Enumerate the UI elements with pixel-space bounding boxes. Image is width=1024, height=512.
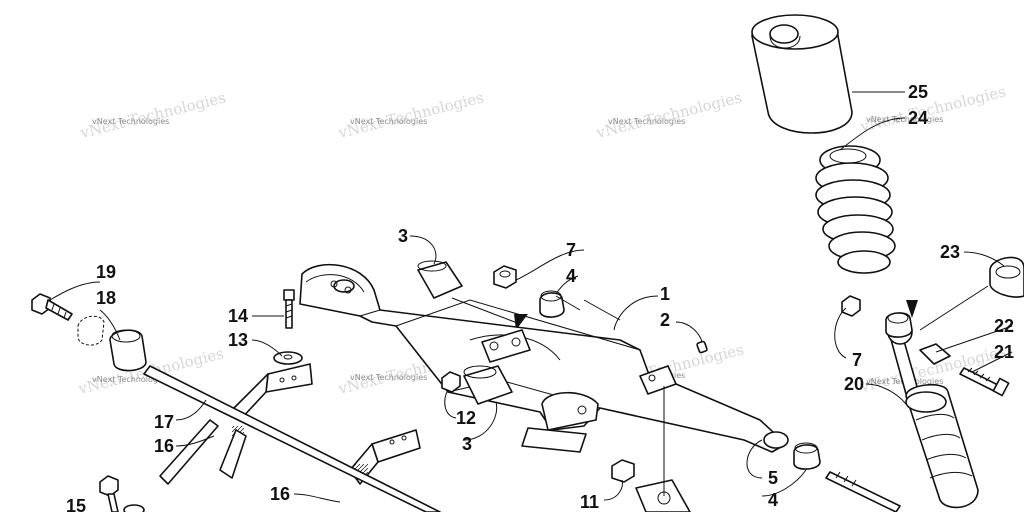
part-bushing-18 [109, 329, 147, 372]
callout-11: 11 [580, 492, 599, 512]
callout-16-left: 16 [154, 436, 174, 456]
callout-12: 12 [456, 408, 476, 428]
watermark-2: vNext Technologies vNext Technologies [336, 88, 486, 142]
svg-text:vNext Technologies: vNext Technologies [866, 115, 943, 124]
callout-2: 2 [660, 310, 670, 330]
callout-18: 18 [96, 288, 116, 308]
part-bump-stop [751, 14, 853, 134]
part-bolt-14 [283, 289, 295, 329]
callout-23: 23 [940, 242, 960, 262]
callout-19: 19 [96, 262, 116, 282]
callout-14: 14 [228, 306, 248, 326]
svg-text:vNext Technologies: vNext Technologies [858, 82, 1008, 136]
svg-text:vNext Technologies: vNext Technologies [350, 373, 427, 382]
part-arm-spacer [539, 290, 565, 318]
part-bolt-19 [31, 293, 73, 321]
leader-lines [49, 91, 1013, 503]
part-spring-retainer [989, 256, 1024, 298]
svg-text:vNext Technologies: vNext Technologies [608, 117, 685, 126]
callout-7-right: 7 [852, 350, 862, 370]
part-grease-fitting [696, 340, 708, 354]
part-bottom-bracket [635, 479, 691, 512]
callout-17: 17 [154, 412, 174, 432]
callout-16-bottom: 16 [270, 484, 290, 504]
svg-text:vNext Technologies: vNext Technologies [350, 117, 427, 126]
svg-text:vNext Technologies: vNext Technologies [92, 375, 169, 384]
svg-text:vNext Technologies: vNext Technologies [92, 117, 169, 126]
callout-15: 15 [66, 496, 86, 512]
part-shock-absorber [887, 319, 979, 509]
svg-text:vNext Technologies: vNext Technologies [336, 88, 486, 142]
part-nut-12 [441, 371, 461, 393]
callout-25: 25 [908, 82, 928, 102]
part-spring [815, 145, 896, 274]
part-bushing-upper [417, 260, 463, 299]
callout-21: 21 [994, 342, 1014, 362]
callout-24: 24 [908, 108, 928, 128]
callout-3-lower: 3 [462, 434, 472, 454]
part-shock-nut [841, 295, 861, 317]
svg-text:vNext Technologies: vNext Technologies [594, 88, 744, 142]
direction-arrow-left [514, 314, 528, 330]
part-lower-bolt [825, 471, 901, 512]
callout-3-upper: 3 [398, 226, 408, 246]
callout-1: 1 [660, 284, 670, 304]
part-bolt-15 [99, 475, 145, 512]
watermark-1: vNext Technologies vNext Technologies [78, 88, 228, 142]
part-lower-bushing [793, 442, 821, 470]
part-arm-nut [493, 265, 517, 289]
callout-22: 22 [994, 316, 1014, 336]
part-shock-bushing [885, 312, 951, 365]
part-shock-bolt [959, 367, 1010, 397]
callout-7-upper: 7 [566, 240, 576, 260]
callout-4-lower: 4 [768, 490, 778, 510]
watermark-4: vNext Technologies vNext Technologies [858, 82, 1008, 136]
direction-arrow-right [906, 300, 918, 318]
part-shaft-17 [143, 365, 441, 512]
callout-5: 5 [768, 468, 778, 488]
callout-13: 13 [228, 330, 248, 350]
part-bushing-lower [463, 365, 513, 405]
callout-4-upper: 4 [566, 266, 576, 286]
part-bottom-nut [611, 459, 635, 483]
part-washer-13 [273, 351, 303, 365]
part-bracket-16-upper [219, 363, 313, 479]
watermark-3: vNext Technologies vNext Technologies [594, 88, 744, 142]
part-clip-18 [77, 315, 105, 346]
svg-text:vNext Technologies: vNext Technologies [78, 88, 228, 142]
callout-20: 20 [844, 374, 864, 394]
